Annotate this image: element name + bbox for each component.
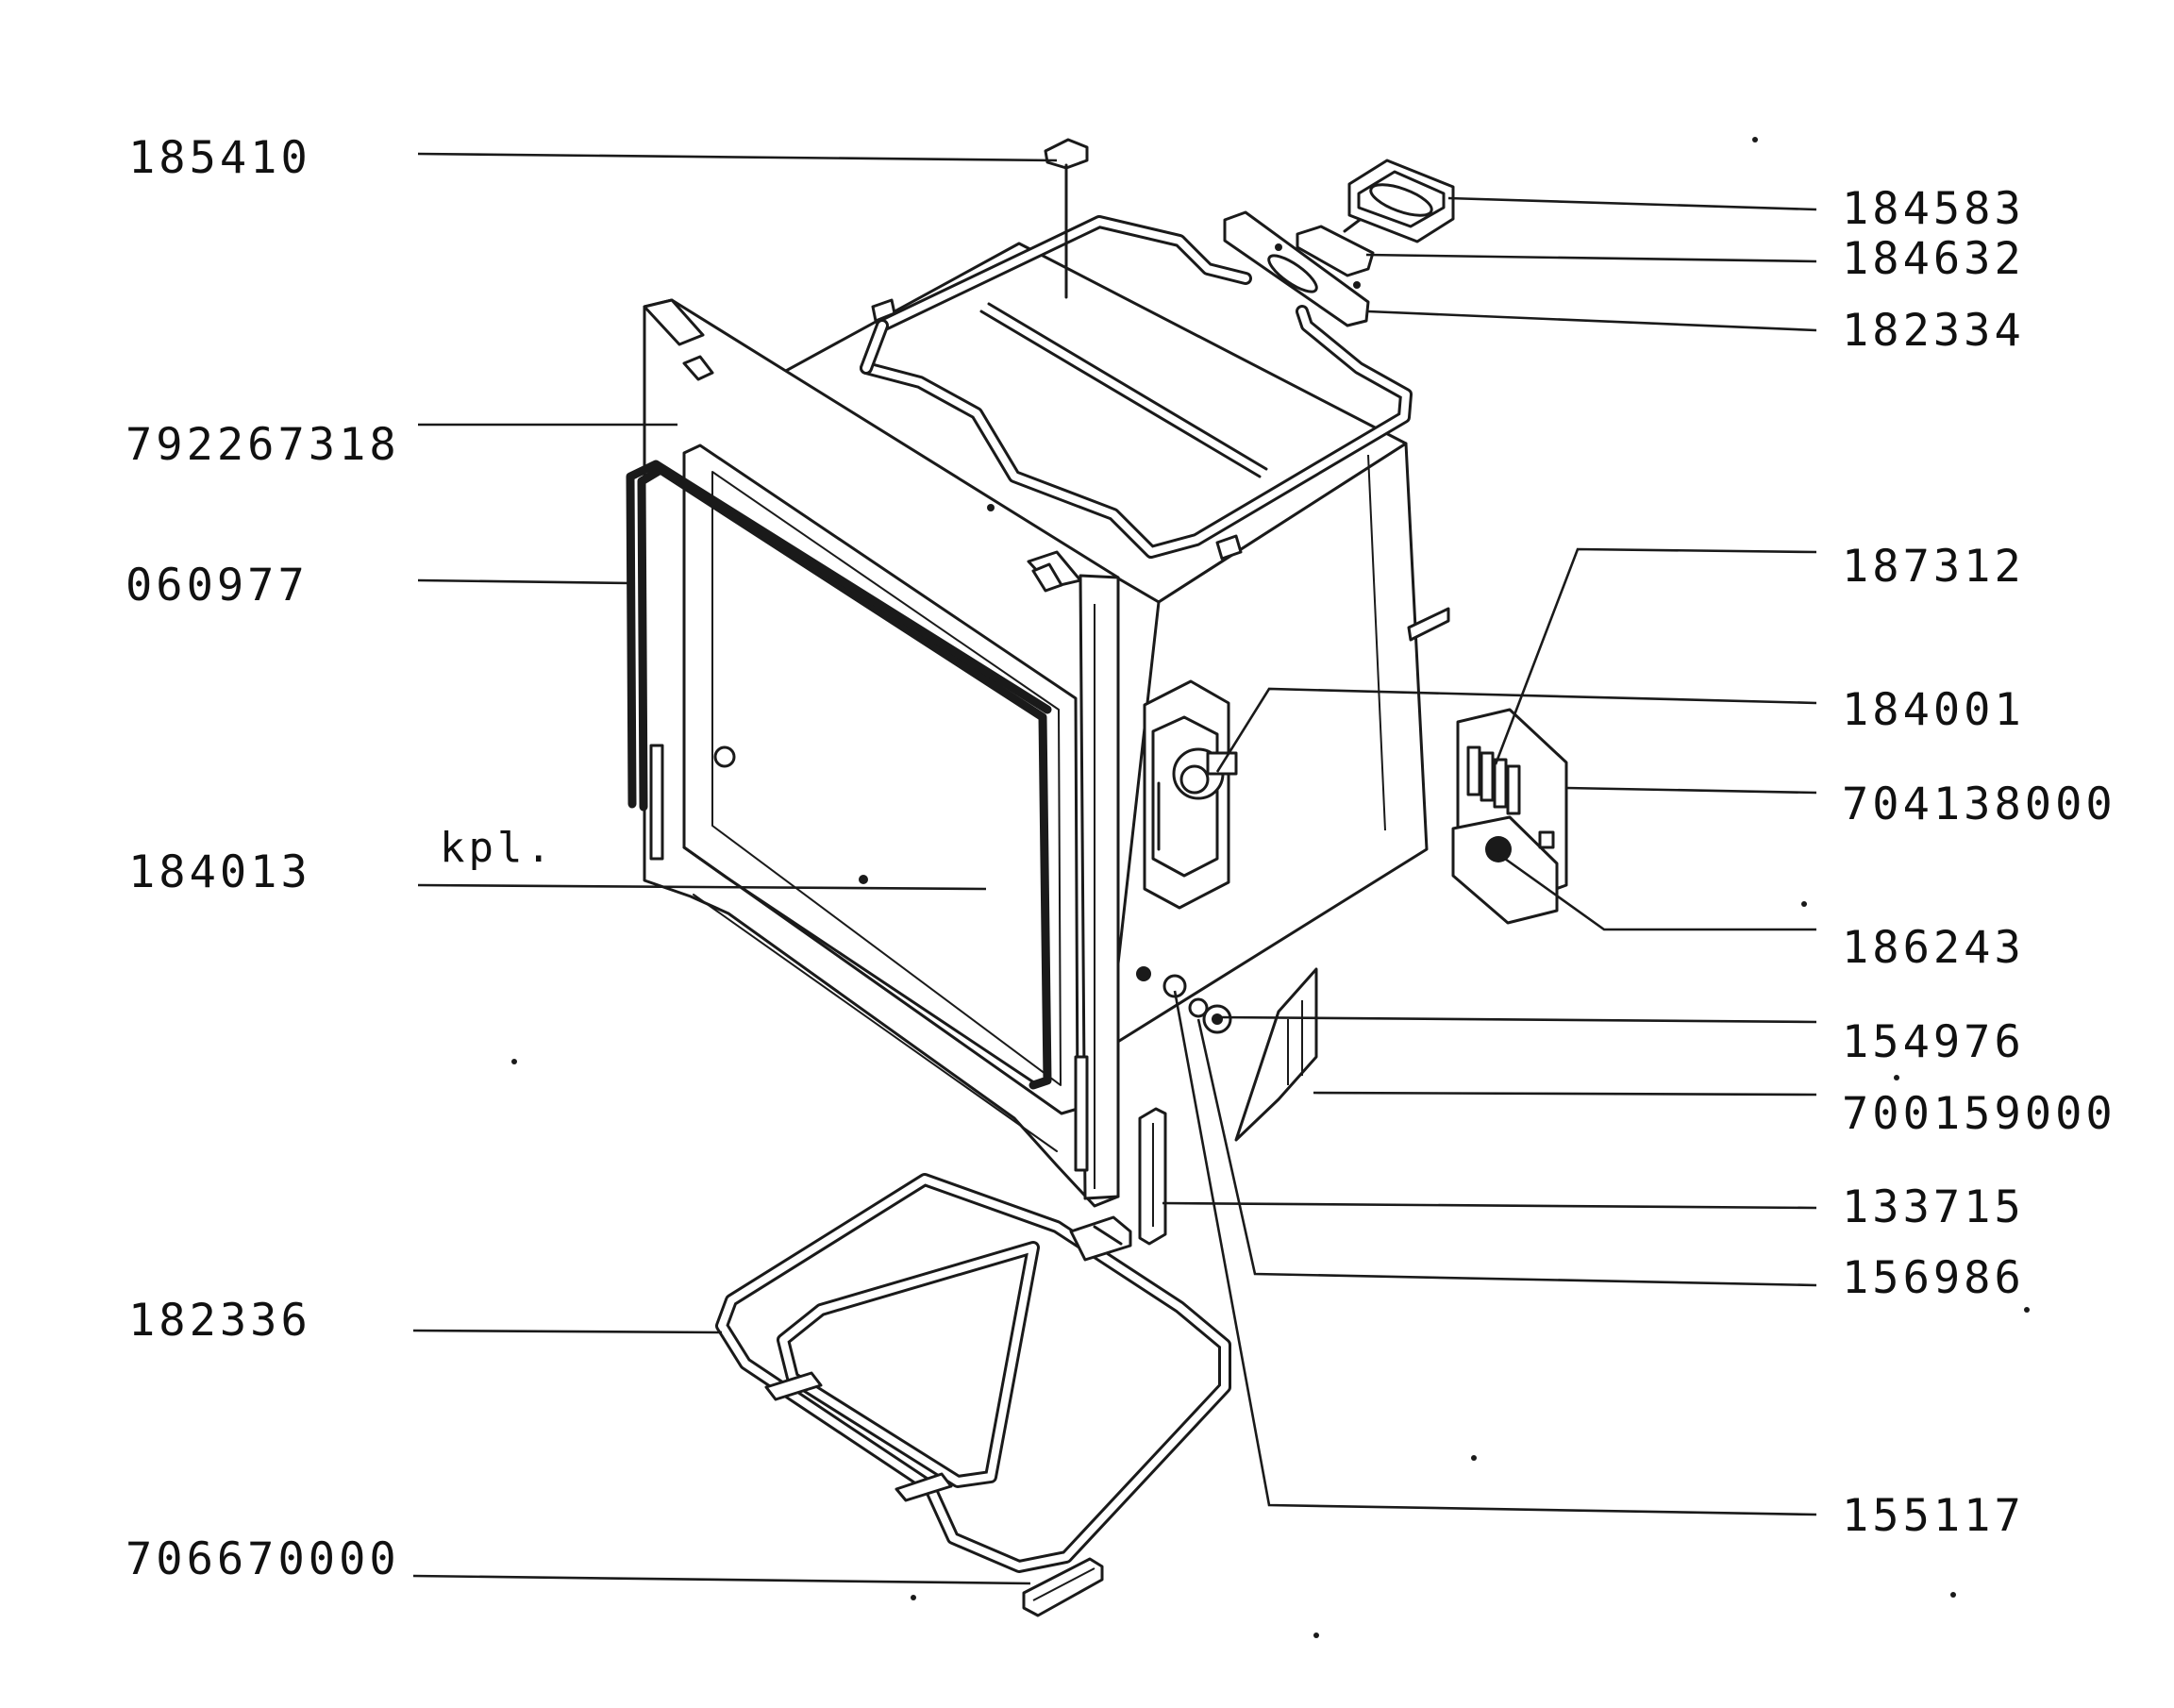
- leader-185410: [417, 152, 1058, 162]
- part-label-700159000: 700159000: [1842, 1088, 2116, 1140]
- control-plate-704138000: [1451, 708, 1568, 925]
- leader-186243: [1497, 852, 1816, 931]
- leader-700159000: [1313, 1091, 1817, 1097]
- oven-cavity: [626, 242, 1450, 1208]
- leader-184632: [1365, 253, 1817, 263]
- insulator-133715: [1138, 1107, 1167, 1246]
- leader-184583: [1447, 196, 1817, 211]
- part-label-704138000: 704138000: [1842, 779, 2116, 830]
- part-label-706670000: 706670000: [125, 1533, 400, 1585]
- part-label-184632: 184632: [1842, 233, 2025, 285]
- part-label-156986: 156986: [1842, 1252, 2025, 1304]
- leader-154976: [1216, 1015, 1817, 1024]
- leader-187312: [1494, 547, 1817, 765]
- part-label-186243: 186243: [1842, 922, 2025, 974]
- leader-184013: [417, 883, 987, 891]
- leader-182334: [1367, 310, 1817, 332]
- cover-700159000: [1234, 967, 1318, 1142]
- top-heating-element-182334: [860, 215, 1413, 561]
- leader-184001: [1215, 687, 1817, 773]
- bracket-706670000: [1022, 1557, 1104, 1617]
- part-labels: 185410 792267318 060977 184013 182336 70…: [125, 132, 2116, 1585]
- part-label-133715: 133715: [1842, 1181, 2025, 1233]
- leader-704138000: [1565, 786, 1817, 795]
- terminal-block-group: [1223, 159, 1455, 327]
- leader-156986: [1196, 1018, 1817, 1287]
- part-label-184013: 184013: [128, 846, 311, 898]
- part-label-182334: 182334: [1842, 305, 2025, 357]
- thermostat-184001: [1143, 679, 1238, 910]
- leader-155117: [1173, 990, 1817, 1516]
- part-label-154976: 154976: [1842, 1016, 2025, 1068]
- leader-133715: [1162, 1201, 1817, 1210]
- lower-heating-element-182336: [715, 1173, 1231, 1573]
- part-label-155117: 155117: [1842, 1490, 2025, 1542]
- leader-182336: [412, 1329, 723, 1334]
- part-label-792267318: 792267318: [125, 419, 400, 471]
- part-label-187312: 187312: [1842, 541, 2025, 593]
- kpl-label: kpl.: [440, 824, 555, 872]
- part-label-185410: 185410: [128, 132, 311, 184]
- leader-706670000: [412, 1574, 1031, 1585]
- part-label-182336: 182336: [128, 1295, 311, 1347]
- part-label-060977: 060977: [125, 560, 309, 611]
- part-label-184001: 184001: [1842, 684, 2025, 736]
- leader-060977: [417, 578, 633, 585]
- part-label-184583: 184583: [1842, 183, 2025, 235]
- leader-lines: [412, 152, 1817, 1585]
- scan-specks: [511, 137, 2030, 1638]
